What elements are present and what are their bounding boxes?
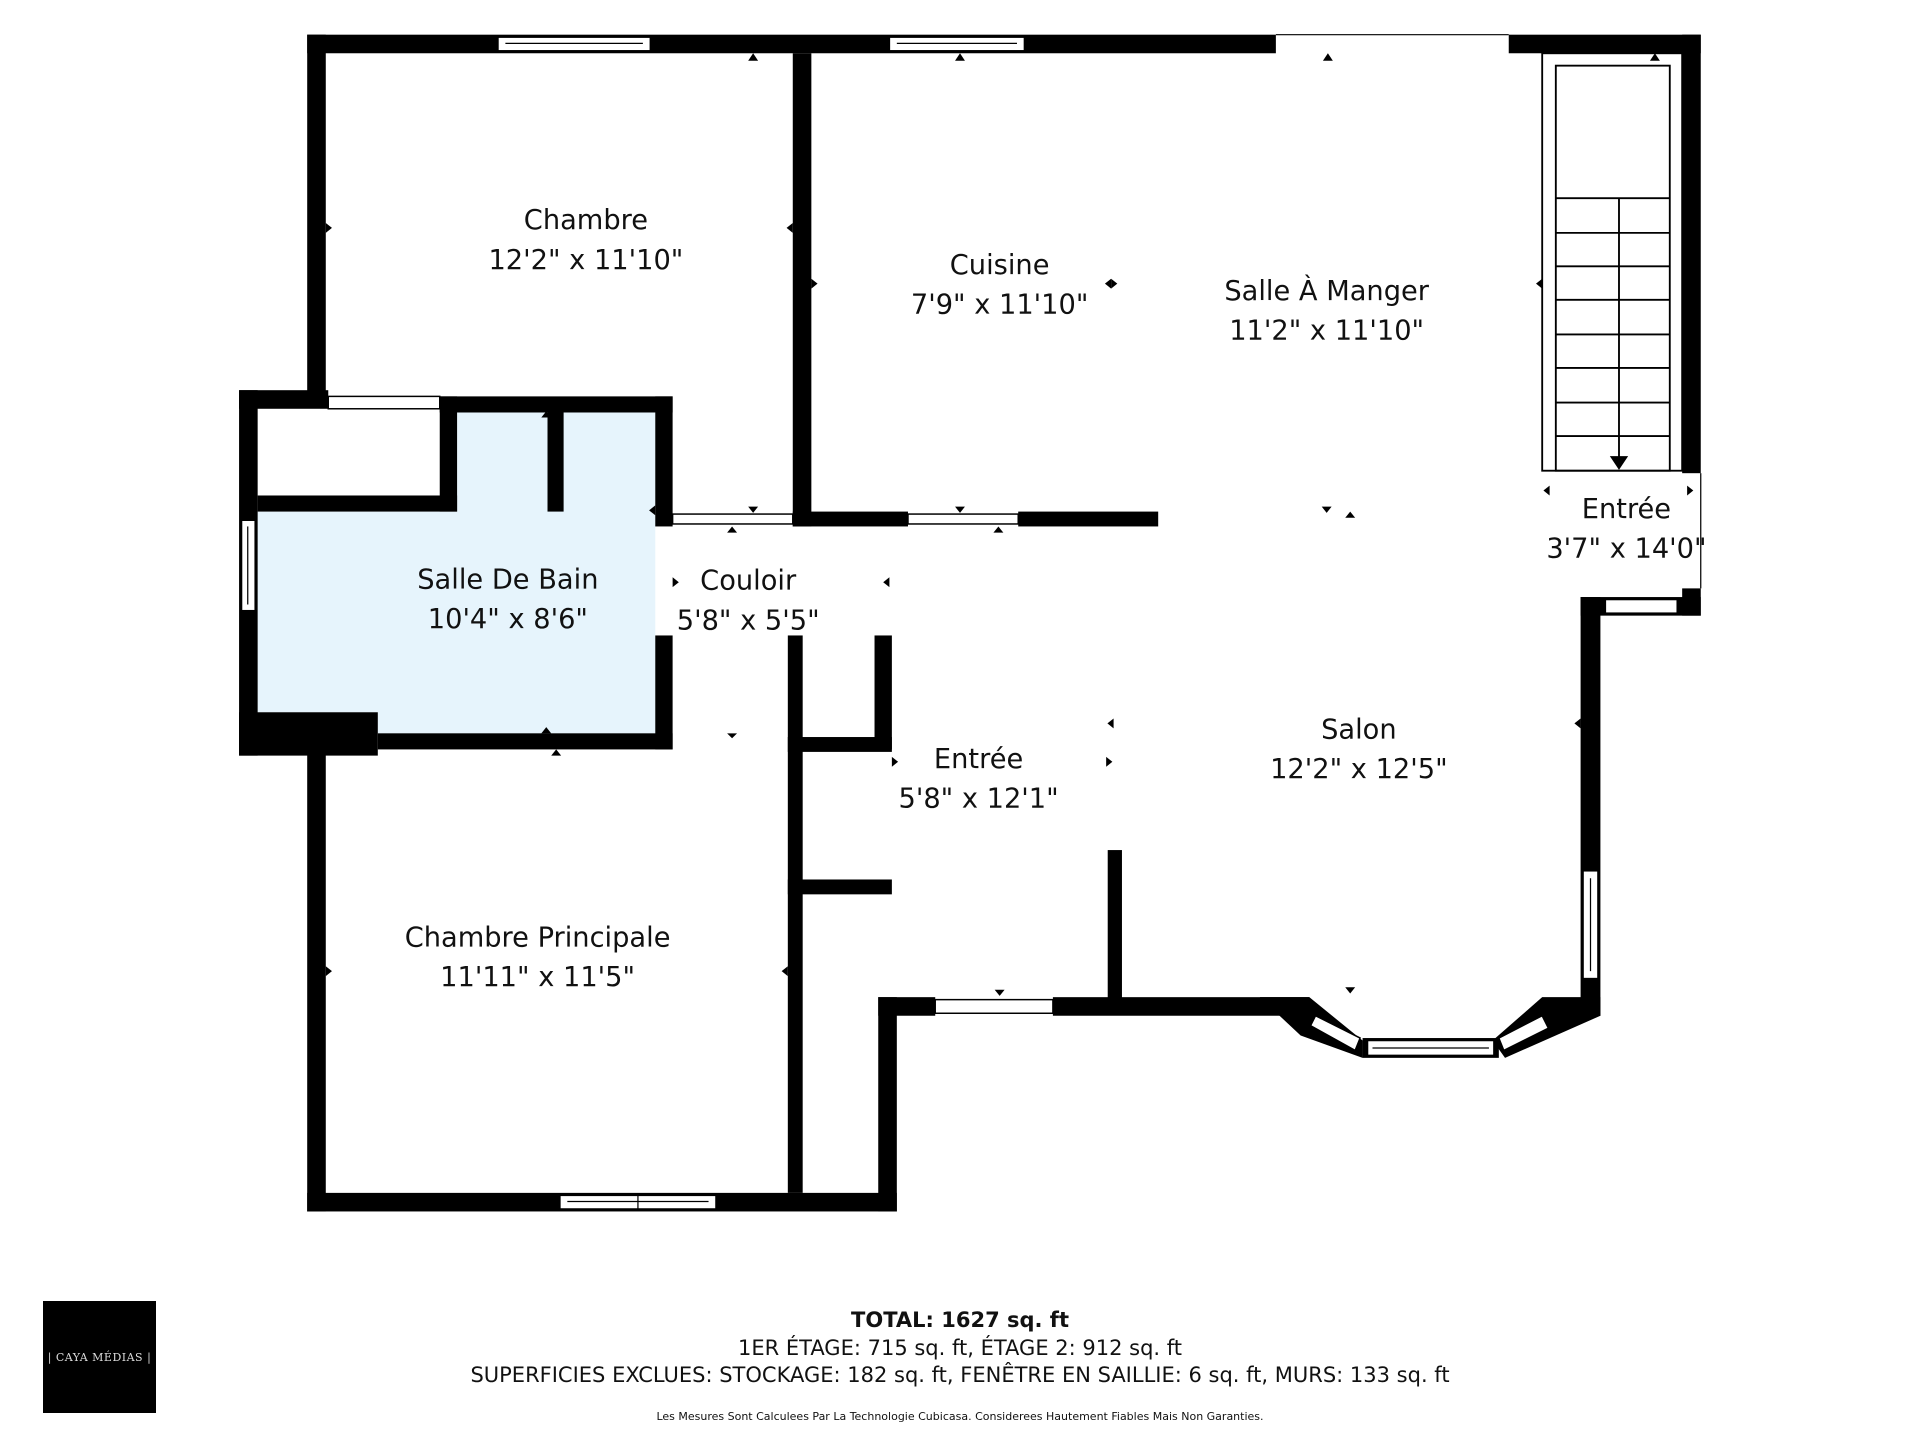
svg-text:11'2" x 11'10": 11'2" x 11'10"	[1229, 315, 1424, 346]
svg-text:3'7" x 14'0": 3'7" x 14'0"	[1546, 533, 1706, 564]
svg-text:12'2" x 11'10": 12'2" x 11'10"	[488, 245, 683, 276]
svg-text:Entrée: Entrée	[934, 744, 1023, 775]
dimension-markers	[325, 53, 1694, 996]
staircase	[1541, 52, 1684, 472]
svg-text:Salle À Manger: Salle À Manger	[1224, 275, 1429, 307]
svg-text:7'9" x 11'10": 7'9" x 11'10"	[911, 289, 1089, 320]
floor-areas: 1ER ÉTAGE: 715 sq. ft, ÉTAGE 2: 912 sq. …	[737, 1336, 1183, 1360]
svg-text:12'2" x 12'5": 12'2" x 12'5"	[1270, 754, 1448, 785]
room-chambre: Chambre 12'2" x 11'10"	[488, 205, 683, 276]
svg-text:Couloir: Couloir	[700, 566, 797, 597]
windows	[240, 36, 1678, 1210]
svg-text:10'4" x 8'6": 10'4" x 8'6"	[428, 604, 588, 635]
room-entree: Entrée 5'8" x 12'1"	[898, 744, 1058, 815]
excluded-areas: SUPERFICIES EXCLUES: STOCKAGE: 182 sq. f…	[470, 1363, 1450, 1387]
svg-text:Entrée: Entrée	[1582, 494, 1671, 525]
room-salle-de-bain: Salle De Bain 10'4" x 8'6"	[417, 564, 598, 635]
room-chambre-principale: Chambre Principale 11'11" x 11'5"	[405, 922, 671, 993]
svg-text:5'8" x 12'1": 5'8" x 12'1"	[898, 784, 1058, 815]
svg-text:5'8" x 5'5": 5'8" x 5'5"	[677, 605, 820, 636]
room-cuisine: Cuisine 7'9" x 11'10"	[911, 250, 1089, 321]
room-salon: Salon 12'2" x 12'5"	[1270, 714, 1448, 785]
svg-text:Chambre Principale: Chambre Principale	[405, 922, 671, 953]
svg-text:Chambre: Chambre	[524, 205, 648, 236]
room-couloir: Couloir 5'8" x 5'5"	[677, 566, 820, 637]
caya-medias-logo: | CAYA MÉDIAS |	[43, 1301, 156, 1413]
svg-text:Salon: Salon	[1321, 714, 1397, 745]
disclaimer: Les Mesures Sont Calculees Par La Techno…	[656, 1410, 1264, 1423]
total-area: TOTAL: 1627 sq. ft	[851, 1308, 1069, 1332]
svg-text:Salle De Bain: Salle De Bain	[417, 564, 598, 595]
room-salle-a-manger: Salle À Manger 11'2" x 11'10"	[1224, 275, 1429, 347]
svg-text:Cuisine: Cuisine	[950, 250, 1050, 281]
svg-text:11'11" x 11'5": 11'11" x 11'5"	[440, 962, 635, 993]
room-entree-stairs: Entrée 3'7" x 14'0"	[1546, 494, 1706, 565]
